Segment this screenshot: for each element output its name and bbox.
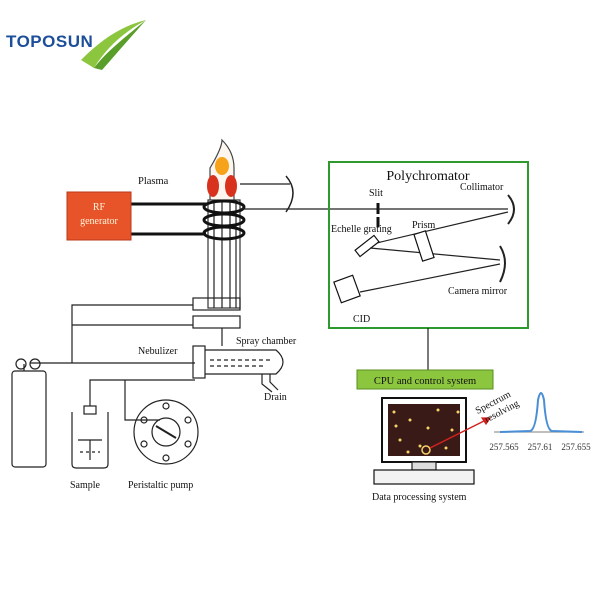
plasma-label: Plasma bbox=[138, 176, 169, 187]
cpu-label: CPU and control system bbox=[374, 376, 476, 387]
computer-monitor-icon bbox=[373, 397, 475, 485]
prism-icon bbox=[413, 230, 435, 262]
flame-left-icon bbox=[207, 175, 219, 197]
rf-load-coil bbox=[202, 199, 246, 241]
collimator-mirror-icon bbox=[507, 194, 515, 225]
brand-logo: TOPOSUN bbox=[6, 12, 156, 72]
camera-mirror-icon bbox=[499, 245, 506, 283]
spectrum-peak-icon bbox=[499, 392, 583, 433]
echelle-grating-icon bbox=[354, 234, 380, 258]
collimator-label: Collimator bbox=[460, 182, 504, 193]
nebulizer-icon bbox=[192, 345, 206, 379]
prism-label: Prism bbox=[412, 220, 436, 231]
echelle-grating-label: Echelle grating bbox=[331, 224, 392, 235]
nebulizer-label: Nebulizer bbox=[138, 346, 178, 357]
sample-label: Sample bbox=[70, 480, 101, 491]
drain-label: Drain bbox=[264, 392, 287, 403]
peristaltic-pump-label: Peristaltic pump bbox=[128, 480, 193, 491]
flame-right-icon bbox=[225, 175, 237, 197]
brand-name: TOPOSUN bbox=[6, 32, 94, 51]
polychromator-label: Polychromator bbox=[386, 169, 470, 184]
slit-label: Slit bbox=[369, 188, 383, 199]
peristaltic-pump-icon bbox=[133, 399, 199, 465]
spectrum-tick-label: 257.61 bbox=[528, 442, 553, 452]
rf-generator-label-line2: generator bbox=[80, 216, 118, 227]
entrance-mirror-icon bbox=[285, 175, 294, 213]
rf-generator-box bbox=[66, 191, 132, 241]
plasma-torch bbox=[192, 138, 241, 346]
cpu-box bbox=[356, 369, 494, 390]
argon-gas-cylinder-icon bbox=[11, 358, 47, 468]
spectrum-tick-label: 257.565 bbox=[489, 442, 519, 452]
leaf-swoosh-icon bbox=[81, 20, 146, 70]
rf-generator-label-line1: RF bbox=[93, 202, 106, 213]
cid-label: CID bbox=[353, 314, 370, 325]
flame-tip-icon bbox=[215, 157, 229, 175]
spray-chamber-icon bbox=[205, 349, 284, 375]
cid-detector-icon bbox=[333, 274, 361, 304]
camera-mirror-label: Camera mirror bbox=[448, 286, 508, 297]
spray-chamber-label: Spray chamber bbox=[236, 336, 297, 347]
spectrum-tick-label: 257.655 bbox=[561, 442, 591, 452]
sample-beaker-icon bbox=[71, 405, 109, 469]
data-processing-label: Data processing system bbox=[372, 492, 467, 503]
